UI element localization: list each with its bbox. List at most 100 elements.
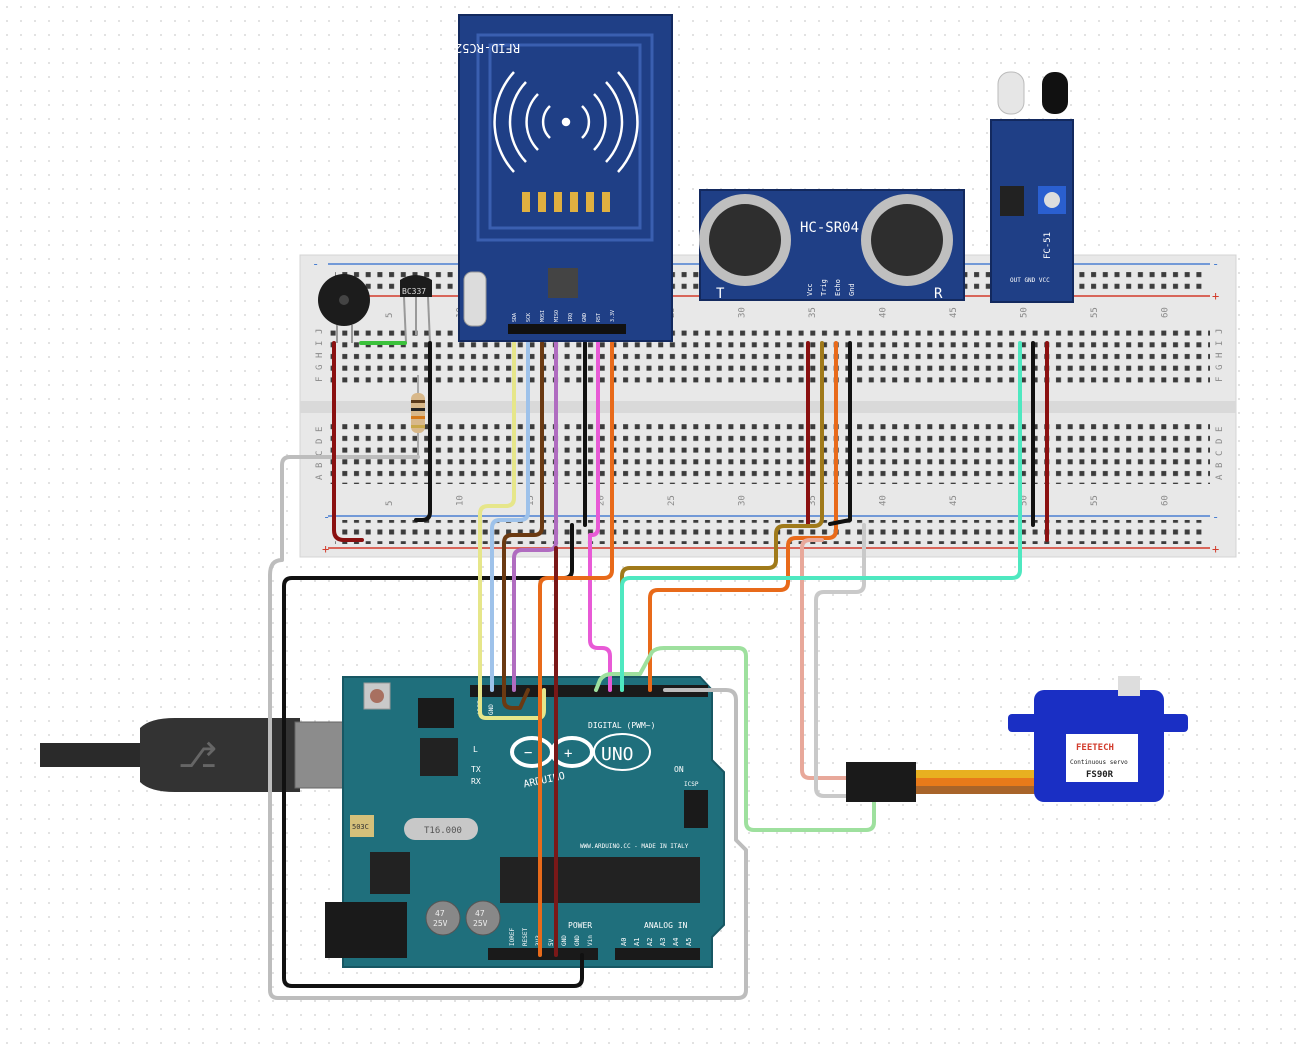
rfid-pin-label: SCK <box>526 313 532 322</box>
analog-pin-label: A0 <box>620 938 628 946</box>
tx-label: TX <box>471 765 481 774</box>
row-letter-right-bottom: D <box>1215 439 1225 444</box>
arduino-uno: T16.000 47 25V 47 25V 503C − + ARDUINO U… <box>325 676 725 968</box>
row-letter-right-bottom: A <box>1215 474 1225 480</box>
rfid-chip <box>548 268 578 298</box>
column-number-bottom: 45 <box>949 495 959 506</box>
row-letter-left-top: F <box>315 377 325 382</box>
servo-brand: FEETECH <box>1076 743 1114 753</box>
row-letter-right-bottom: B <box>1215 463 1225 468</box>
rail-minus-top-left: - <box>312 257 319 271</box>
svg-text:+: + <box>564 746 572 762</box>
row-letter-right-top: F <box>1215 377 1225 382</box>
row-letter-left-top: G <box>315 365 325 370</box>
ultrasonic-pin-label: Vcc <box>806 283 814 296</box>
analog-pin-label: A1 <box>633 938 641 946</box>
analog-label: ANALOG IN <box>644 921 688 930</box>
column-number-bottom: 10 <box>456 495 466 506</box>
column-number-bottom: 60 <box>1161 495 1171 506</box>
rail-minus-bottom-right: - <box>1212 510 1219 524</box>
svg-text:25V: 25V <box>473 919 488 928</box>
rail-minus-bottom-left: - <box>323 510 330 524</box>
rfid-module: RFID-RC522 SDA SCK MOSI MISO IRQ GND RST 3.3V <box>448 14 673 342</box>
ultrasonic-pin-label: Echo <box>834 279 842 296</box>
row-letter-right-top: H <box>1215 353 1225 358</box>
ultrasonic-t: T <box>716 286 725 302</box>
row-letter-right-top: G <box>1215 365 1225 370</box>
servo-desc: Continuous servo <box>1070 759 1128 766</box>
buzzer <box>318 274 370 343</box>
rfid-pin-label: GND <box>582 313 588 322</box>
regulator-label: 503C <box>352 823 369 831</box>
arduino-model: UNO <box>601 744 634 765</box>
rfid-pin-labels: SDA SCK MOSI MISO IRQ GND RST 3.3V <box>512 310 616 322</box>
column-number-bottom: 55 <box>1090 495 1100 506</box>
row-letter-left-bottom: D <box>315 439 325 444</box>
ultrasonic-pin-label: Gnd <box>848 283 856 296</box>
servo: FEETECH Continuous servo FS90R <box>846 676 1188 802</box>
wires <box>268 341 1049 1000</box>
row-letter-left-top: I <box>315 341 325 346</box>
ir-pin-header: OUT GND VCC <box>1010 277 1050 284</box>
column-number-bottom: 30 <box>738 495 748 506</box>
column-number-top: 5 <box>385 313 395 318</box>
column-number-bottom: 5 <box>385 501 395 506</box>
rfid-pin-label: 3.3V <box>610 310 616 322</box>
row-letter-right-top: I <box>1215 341 1225 346</box>
row-letter-right-bottom: C <box>1215 451 1225 456</box>
power-pin-label: 5V <box>548 938 555 946</box>
l-label: L <box>473 745 478 754</box>
row-letter-left-top: J <box>315 329 325 334</box>
reset-button[interactable] <box>363 682 391 710</box>
usb-icon: ⎇ <box>178 736 217 776</box>
column-number-bottom: 15 <box>526 495 536 506</box>
rail-plus-top-right: + <box>1212 289 1219 303</box>
svg-text:47: 47 <box>475 909 485 918</box>
rfid-pads <box>522 192 610 212</box>
power-pin-label: Vin <box>587 935 594 946</box>
column-number-bottom: 35 <box>808 495 818 506</box>
analog-pin-label: A3 <box>659 938 667 946</box>
rfid-pin-label: MOSI <box>540 310 546 322</box>
rfid-pin-label: IRQ <box>568 313 574 322</box>
rail-minus-top-right: - <box>1212 257 1219 271</box>
rfid-pin-label: MISO <box>554 310 560 322</box>
svg-text:25V: 25V <box>433 919 448 928</box>
row-letter-right-bottom: E <box>1215 427 1225 432</box>
rx-label: RX <box>471 777 481 786</box>
capacitor-1 <box>425 900 461 936</box>
column-number-top: 35 <box>808 307 818 318</box>
analog-header <box>615 948 700 960</box>
gnd-label: GND <box>488 704 495 715</box>
column-number-bottom: 20 <box>597 495 607 506</box>
power-pin-label: GND <box>561 935 568 946</box>
column-number-top: 30 <box>738 307 748 318</box>
row-letter-left-bottom: B <box>315 463 325 468</box>
dc-jack <box>325 902 407 958</box>
row-letter-left-bottom: C <box>315 451 325 456</box>
crystal <box>404 818 478 840</box>
row-letter-left-bottom: E <box>315 427 325 432</box>
icsp-header <box>684 790 708 828</box>
rfid-crystal <box>463 271 487 327</box>
column-number-top: 40 <box>879 307 889 318</box>
on-label: ON <box>674 765 684 774</box>
footer-label: WWW.ARDUINO.CC - MADE IN ITALY <box>580 843 689 850</box>
rail-plus-bottom-right: + <box>1212 542 1219 556</box>
rfid-pin-label: RST <box>596 313 602 322</box>
column-number-bottom: 25 <box>667 495 677 506</box>
column-number-bottom: 50 <box>1020 495 1030 506</box>
crystal-label: T16.000 <box>424 826 462 836</box>
analog-pin-label: A5 <box>685 938 693 946</box>
row-letter-left-bottom: A <box>315 474 325 480</box>
transistor: BC337 <box>400 275 432 344</box>
ir-badge: FC-51 <box>1043 232 1053 259</box>
column-number-top: 60 <box>1161 307 1171 318</box>
ultrasonic-title: HC-SR04 <box>800 220 859 236</box>
rfid-pin-label: SDA <box>512 313 518 322</box>
column-number-bottom: 40 <box>879 495 889 506</box>
rfid-title: RFID-RC522 <box>448 41 520 55</box>
